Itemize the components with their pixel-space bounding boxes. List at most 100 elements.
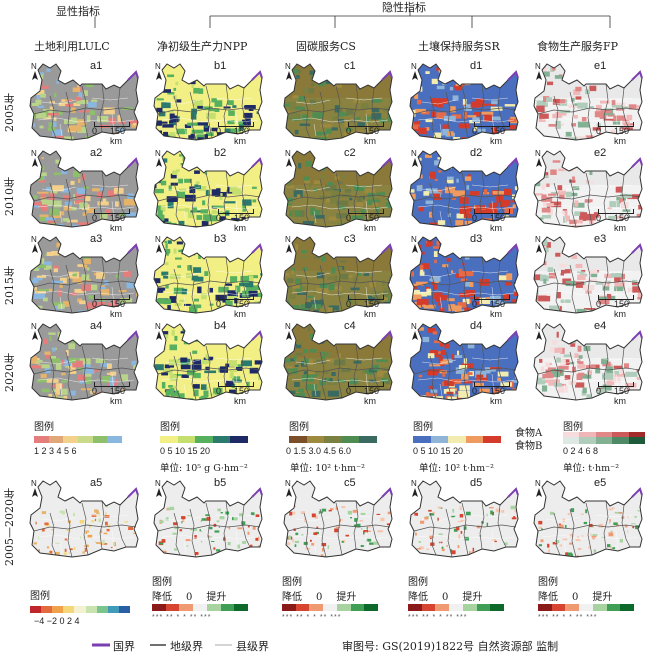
- legend-swatch: [465, 436, 484, 443]
- col-header-lulc: 土地利用LULC: [34, 40, 110, 53]
- panel-label: a2: [90, 147, 103, 159]
- row-label-2010: 2010年: [3, 177, 16, 216]
- legend-swatch: [107, 606, 119, 613]
- svg-text:N: N: [535, 479, 541, 488]
- svg-text:N: N: [155, 62, 161, 71]
- svg-text:N: N: [535, 235, 541, 244]
- legend-swatch: [177, 436, 196, 443]
- panel-label: b3: [214, 233, 227, 245]
- col-header-cs: 固碳服务CS: [296, 40, 356, 53]
- svg-text:N: N: [411, 62, 417, 71]
- panel-label: e5: [594, 477, 607, 489]
- panel-label: e4: [594, 320, 607, 332]
- legend-cs-unit: 单位: 10² t·hm⁻²: [290, 463, 365, 474]
- panel-label: d2: [470, 147, 483, 159]
- significance-levels: *** ** * * ** ***: [282, 614, 342, 621]
- panel-label: a1: [90, 60, 103, 72]
- col-header-fp: 食物生产服务FP: [537, 40, 619, 53]
- svg-text:N: N: [411, 235, 417, 244]
- svg-text:N: N: [31, 149, 37, 158]
- row-label-2005-2020: 2005—2020年: [3, 488, 16, 566]
- legend-title-sr: 图例: [413, 422, 433, 433]
- legend-swatch: [74, 606, 86, 613]
- legend-cs-swatches: [289, 436, 377, 443]
- explicit-indicator-title: 显性指标: [56, 5, 100, 18]
- legend-swatch: [563, 437, 580, 444]
- svg-text:N: N: [285, 479, 291, 488]
- legend-fp-food-b: 食物B: [515, 441, 543, 452]
- legend-swatch: [324, 436, 342, 443]
- change-legend-title: 图例: [408, 577, 428, 588]
- significance-levels: *** ** * * ** ***: [538, 614, 598, 621]
- legend-fp-unit: 单位: t·hm⁻²: [563, 463, 620, 474]
- legend-national-border: 国界: [113, 640, 135, 653]
- legend-fp-food-b-swatches: [563, 437, 646, 444]
- legend-a5-swatches: [30, 606, 130, 613]
- legend-swatch: [579, 437, 596, 444]
- legend-swatch: [628, 432, 646, 439]
- legend-swatch: [595, 432, 613, 439]
- panel-label: c4: [344, 320, 356, 332]
- legend-swatch: [359, 436, 377, 443]
- panel-label: d1: [470, 60, 483, 72]
- panel-label: d3: [470, 233, 483, 245]
- svg-text:N: N: [31, 479, 37, 488]
- legend-swatch: [230, 436, 248, 443]
- legend-prefecture-border: 地级界: [170, 640, 203, 653]
- legend-title-npp: 图例: [160, 422, 180, 433]
- legend-title-cs: 图例: [289, 422, 309, 433]
- legend-swatch: [595, 437, 613, 444]
- panel-label: c5: [344, 477, 356, 489]
- panel-label: a3: [90, 233, 103, 245]
- legend-swatch: [78, 436, 93, 443]
- svg-text:N: N: [155, 149, 161, 158]
- panel-label: c3: [344, 233, 356, 245]
- panel-label: e2: [594, 147, 607, 159]
- panel-label: e1: [594, 60, 607, 72]
- change-legend-swatches: [538, 604, 635, 611]
- legend-swatch: [96, 606, 108, 613]
- svg-text:N: N: [31, 235, 37, 244]
- panel-label: b4: [214, 320, 227, 332]
- legend-swatch: [92, 436, 108, 443]
- legend-swatch: [118, 606, 130, 613]
- significance-levels: *** ** * * ** ***: [408, 614, 468, 621]
- change-legend-title: 图例: [538, 577, 558, 588]
- legend-fp-food-a-swatches: [563, 432, 646, 439]
- svg-text:N: N: [285, 149, 291, 158]
- legend-swatch: [52, 606, 64, 613]
- legend-swatch: [413, 436, 431, 443]
- legend-fp-food-a: 食物A: [515, 428, 543, 439]
- legend-swatch: [212, 436, 231, 443]
- legend-swatch: [612, 437, 629, 444]
